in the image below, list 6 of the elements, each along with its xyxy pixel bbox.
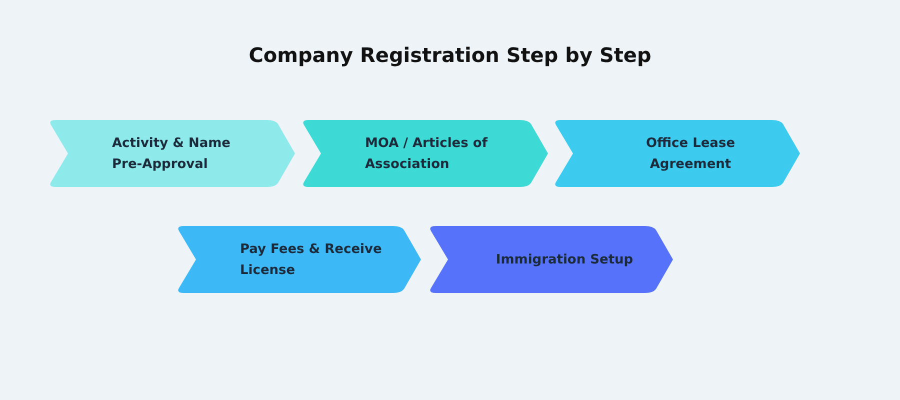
step-label: Office Lease Agreement — [644, 134, 736, 174]
step-label: Pay Fees & Receive License — [240, 240, 383, 280]
diagram-title: Company Registration Step by Step — [248, 43, 652, 67]
step-label: MOA / Articles of Association — [365, 134, 489, 174]
step-label: Activity & Name Pre-Approval — [112, 134, 232, 174]
step-label: Immigration Setup — [494, 251, 634, 269]
